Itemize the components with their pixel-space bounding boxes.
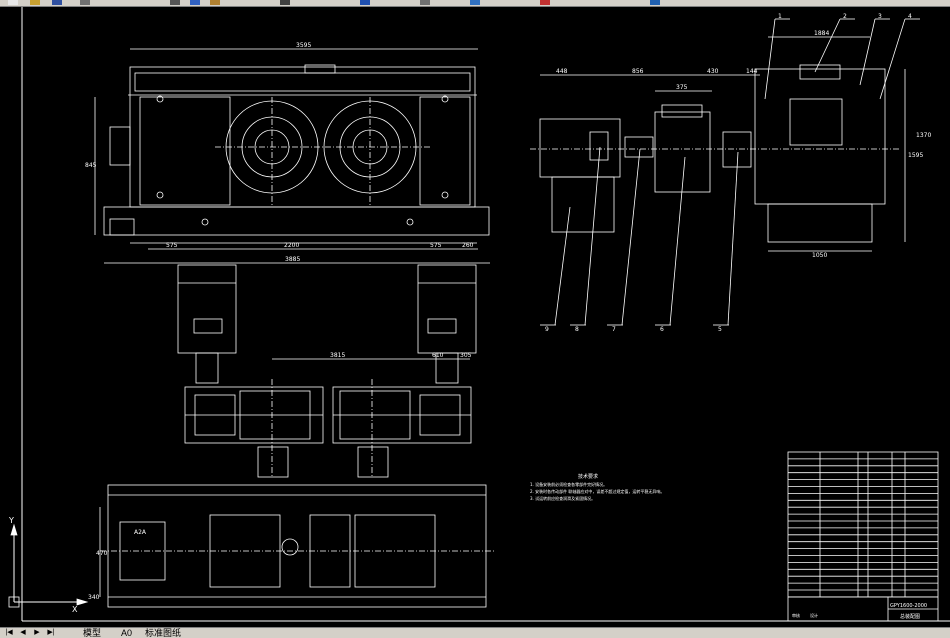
svg-text:2. 安装时各传动部件 联轴器应对中，误差不超过规定值，运转: 2. 安装时各传动部件 联轴器应对中，误差不超过规定值，运转平稳无异响。 (530, 488, 664, 494)
paste-icon[interactable] (210, 0, 220, 5)
save-icon[interactable] (52, 0, 62, 5)
svg-text:856: 856 (632, 68, 644, 75)
svg-text:610: 610 (432, 352, 444, 359)
layout-tab-bar: |◀ ◀ ▶ ▶| 模型 A0 标准图纸 (0, 627, 950, 638)
undo-icon[interactable] (280, 0, 290, 5)
plan-view: A2A 470 340 (88, 484, 495, 608)
svg-text:260: 260 (462, 242, 474, 249)
svg-text:3885: 3885 (285, 256, 300, 263)
tab-model[interactable]: 模型 (83, 628, 102, 638)
reducer-left (184, 379, 324, 478)
svg-text:6: 6 (660, 326, 664, 333)
svg-text:1370: 1370 (916, 132, 931, 139)
svg-text:审核: 审核 (792, 612, 800, 618)
svg-text:9: 9 (545, 326, 549, 333)
svg-text:575: 575 (430, 242, 442, 249)
svg-text:Y: Y (8, 516, 14, 525)
svg-text:375: 375 (676, 84, 688, 91)
svg-text:430: 430 (707, 68, 719, 75)
last-tab-icon[interactable]: ▶| (47, 629, 55, 636)
print-icon[interactable] (80, 0, 90, 5)
zoom-icon[interactable] (470, 0, 480, 5)
first-tab-icon[interactable]: |◀ (5, 629, 13, 636)
tab-layout-standard[interactable]: 标准图纸 (145, 628, 182, 638)
svg-text:设计: 设计 (810, 612, 818, 618)
tab-layout-a0[interactable]: A0 (121, 628, 133, 638)
svg-text:1595: 1595 (908, 152, 923, 159)
svg-text:X: X (72, 605, 78, 614)
svg-text:1: 1 (778, 13, 782, 20)
svg-text:470: 470 (96, 550, 108, 557)
svg-text:5: 5 (718, 326, 722, 333)
copy-icon[interactable] (190, 0, 200, 5)
svg-text:8: 8 (575, 326, 579, 333)
new-icon[interactable] (8, 0, 18, 5)
svg-text:3815: 3815 (330, 352, 345, 359)
reducer-right: 3815 610 305 (272, 352, 472, 478)
front-view: 3595 845 575 2200 575 260 3885 (85, 42, 490, 264)
prev-tab-icon[interactable]: ◀ (20, 629, 26, 636)
title-block: GPY1600-2000 总装配图 审核 设计 (787, 451, 939, 622)
svg-text:技术要求: 技术要求 (578, 473, 598, 480)
svg-text:144: 144 (746, 68, 758, 75)
side-view: 448 856 430 144 375 1884 1595 1370 1050 … (530, 13, 931, 333)
svg-text:2: 2 (843, 13, 847, 20)
cut-icon[interactable] (170, 0, 180, 5)
technical-notes: 技术要求 1. 设备安装前必须检查各零部件完好情况。 2. 安装时各传动部件 联… (530, 473, 664, 501)
svg-text:总装配图: 总装配图 (900, 613, 920, 620)
layer-icon[interactable] (650, 0, 660, 5)
svg-text:448: 448 (556, 68, 568, 75)
open-icon[interactable] (30, 0, 40, 5)
ucs-icon: Y X (8, 516, 89, 614)
next-tab-icon[interactable]: ▶ (34, 629, 40, 636)
svg-text:3. 试运转前应检查润滑及紧固情况。: 3. 试运转前应检查润滑及紧固情况。 (530, 495, 595, 501)
svg-text:2200: 2200 (284, 242, 299, 249)
motor-left (177, 264, 237, 384)
svg-text:340: 340 (88, 594, 100, 601)
svg-text:305: 305 (460, 352, 472, 359)
pan-icon[interactable] (420, 0, 430, 5)
svg-text:845: 845 (85, 162, 97, 169)
svg-text:A2A: A2A (134, 529, 147, 536)
svg-text:1884: 1884 (814, 30, 829, 37)
redo-icon[interactable] (360, 0, 370, 5)
toolbar (0, 0, 950, 7)
svg-text:575: 575 (166, 242, 178, 249)
svg-text:1050: 1050 (812, 252, 827, 259)
motor-right (417, 264, 477, 384)
svg-text:1. 设备安装前必须检查各零部件完好情况。: 1. 设备安装前必须检查各零部件完好情况。 (530, 481, 607, 487)
drawing-canvas[interactable]: 3595 845 575 2200 575 260 3885 3815 (0, 7, 950, 627)
svg-text:GPY1600-2000: GPY1600-2000 (890, 603, 927, 609)
svg-text:3595: 3595 (296, 42, 311, 49)
svg-text:7: 7 (612, 326, 616, 333)
properties-icon[interactable] (540, 0, 550, 5)
svg-text:4: 4 (908, 13, 912, 20)
svg-text:3: 3 (878, 13, 882, 20)
